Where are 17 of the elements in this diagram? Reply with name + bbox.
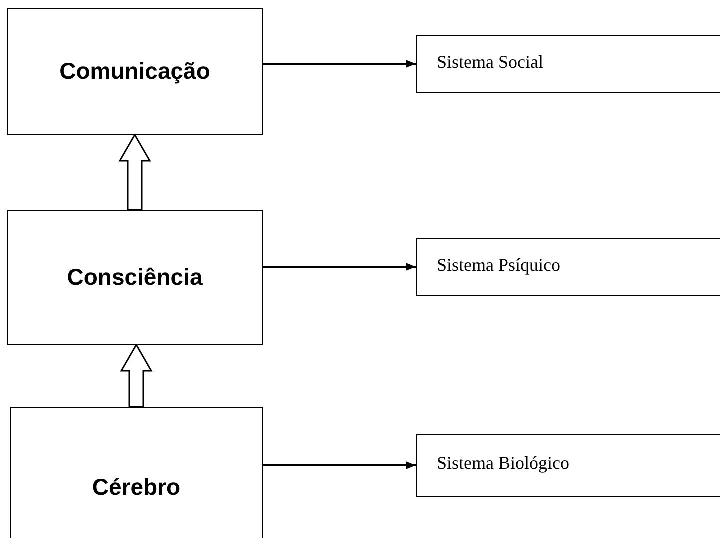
arrow xyxy=(263,462,416,470)
system-box xyxy=(416,238,720,296)
box-label: Comunicação xyxy=(60,58,210,85)
box-label: Sistema Psíquico xyxy=(437,254,561,276)
box-label: Sistema Social xyxy=(437,52,544,72)
concept-box xyxy=(7,8,263,135)
box-label: Cérebro xyxy=(92,474,181,500)
block-arrow xyxy=(118,134,152,211)
arrow xyxy=(263,60,416,68)
box-label: Sistema Biológico xyxy=(437,453,570,474)
system-box xyxy=(416,35,720,93)
arrow xyxy=(263,263,416,271)
concept-box xyxy=(10,407,263,538)
system-box xyxy=(416,434,720,497)
concept-box xyxy=(7,210,263,345)
box-label: Consciência xyxy=(67,264,203,291)
block-arrow xyxy=(120,344,153,408)
